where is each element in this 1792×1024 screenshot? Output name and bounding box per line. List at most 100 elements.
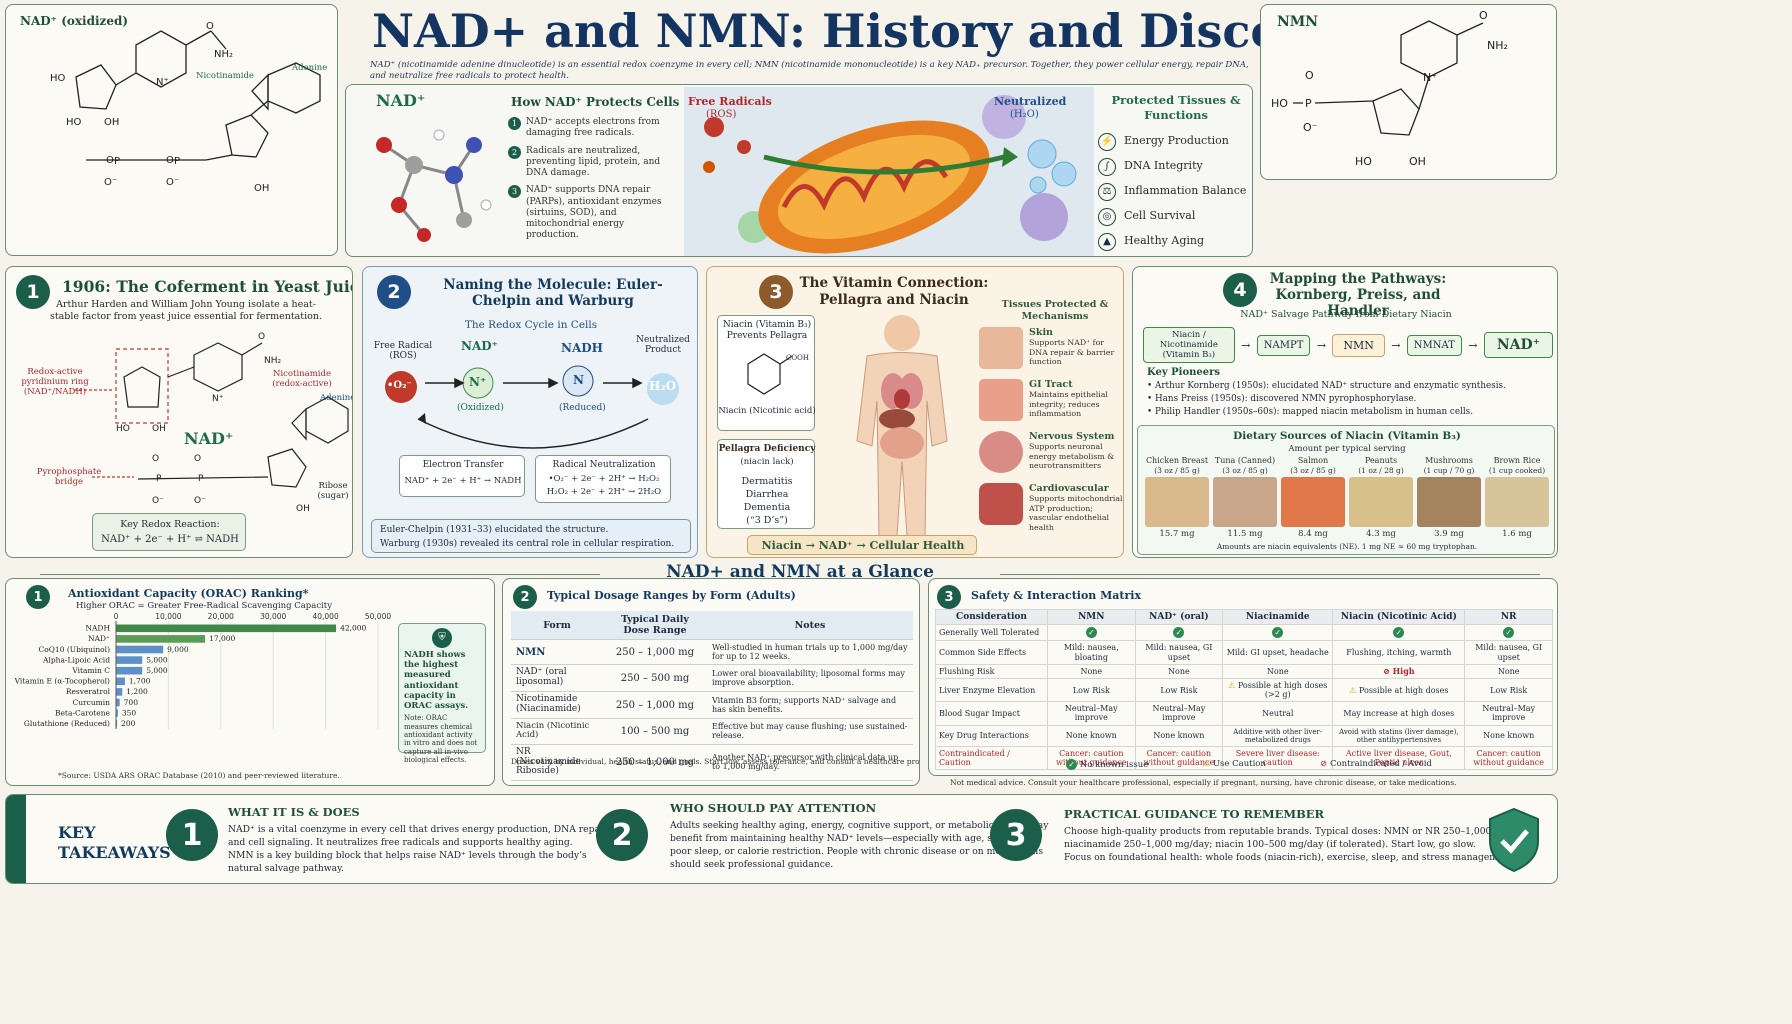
neutralized-product-label: Neutralized Product — [636, 335, 690, 355]
protect-nad-label: NAD⁺ — [376, 91, 426, 110]
bar — [116, 709, 118, 717]
arrow-right-icon: → — [1316, 338, 1326, 352]
tissue-name: Nervous System — [1029, 431, 1115, 442]
safety-cell: ✓ — [1332, 624, 1466, 642]
svg-text:HO: HO — [116, 424, 130, 434]
n-label: N — [573, 373, 584, 387]
legend-item: ⊘ Contraindicated / Avoid — [1320, 759, 1432, 770]
dosage-notes: Effective but may cause flushing; use su… — [707, 718, 913, 745]
page-title: NAD+ and NMN: History and Discovery — [372, 4, 1389, 58]
takeaway-line: and cell signaling. It neutralizes free … — [228, 837, 573, 849]
food-amount: 15.7 mg — [1159, 529, 1195, 540]
dosage-form: NAD⁺ (oral liposomal) — [511, 664, 603, 693]
arrow-right-icon: → — [1468, 338, 1478, 352]
svg-text:OH: OH — [152, 424, 166, 434]
step-number-2-icon: 2 — [508, 145, 521, 159]
svg-text:HO: HO — [66, 117, 82, 128]
mushrooms-image — [1417, 477, 1481, 528]
check-icon: ✓ — [1272, 627, 1284, 639]
svg-text:N⁺: N⁺ — [1423, 71, 1437, 84]
safety-cell: ⚠ Possible at high doses (>2 g) — [1222, 677, 1334, 703]
step-number-1-icon: 1 — [508, 117, 521, 130]
electron-transfer-box: Electron Transfer NAD⁺ + 2e⁻ + H⁺ → NADH — [399, 455, 525, 497]
food-name: Chicken Breast — [1145, 456, 1209, 465]
bar — [116, 698, 120, 707]
energy-bolt-icon: ⚡ — [1098, 132, 1116, 151]
safety-cell: Cancer: caution without guidance — [1464, 745, 1553, 771]
svg-text:HO: HO — [1271, 97, 1288, 110]
tissue-item: ▲ Healthy Aging — [1098, 229, 1246, 254]
x-tick-label: 0 — [114, 612, 119, 621]
heart-icon — [979, 483, 1023, 525]
key-redox-title: Key Redox Reaction: — [120, 519, 220, 530]
svg-text:OH: OH — [104, 117, 119, 128]
food-serving: (1 oz / 28 g) — [1358, 466, 1404, 475]
safety-cell: Low Risk — [1047, 677, 1136, 703]
warning-icon: ⚠ — [1228, 680, 1238, 690]
oxidized-label: (Oxidized) — [457, 403, 504, 413]
safety-cell-text: High — [1392, 665, 1415, 676]
svg-text:P: P — [198, 474, 204, 484]
safety-cell: None known — [1464, 724, 1553, 747]
food-card: Brown Rice(1 cup cooked)1.6 mg — [1483, 456, 1551, 540]
dosage-title: Typical Dosage Ranges by Form (Adults) — [547, 589, 796, 602]
food-amount: 4.3 mg — [1366, 529, 1396, 540]
free-radicals-label: Free Radicals — [688, 95, 772, 108]
safety-consideration: Flushing Risk — [935, 663, 1048, 679]
food-name: Tuna (Canned) — [1214, 456, 1276, 465]
intestine-icon — [979, 379, 1023, 421]
mitochondria-illustration — [684, 87, 1094, 256]
legend-item: ✓ No known issue — [1066, 759, 1148, 770]
food-card: Chicken Breast(3 oz / 85 g)15.7 mg — [1143, 456, 1211, 540]
nad-cycle-label: NAD⁺ — [461, 339, 499, 353]
aging-icon: ▲ — [1098, 232, 1116, 251]
no-entry-icon: ⊘ — [1320, 759, 1328, 769]
warning-icon: ⚠ — [1349, 685, 1359, 695]
safety-cell: Low Risk — [1464, 677, 1553, 703]
symptom: (“3 D’s”) — [746, 515, 788, 526]
takeaway-line: Focus on foundational health: whole food… — [1064, 852, 1516, 864]
safety-cell: Neutral–May improve — [1464, 701, 1553, 726]
arrow-right-icon: → — [1241, 338, 1251, 352]
food-name: Peanuts — [1364, 456, 1398, 465]
takeaway-number: 1 — [166, 809, 218, 861]
pioneer: • Hans Preiss (1950s): discovered NMN py… — [1147, 394, 1417, 404]
category-label: Glutathione (Reduced) — [24, 719, 110, 728]
pellagra-box: Pellagra Deficiency (niacin lack) Dermat… — [717, 439, 815, 529]
adenine-label: Adenine — [320, 393, 353, 403]
svg-text:O: O — [206, 21, 214, 32]
water-droplets-icon — [1027, 139, 1077, 194]
pathway-node: Niacin / Nicotinamide (Vitamin B₃) — [1143, 326, 1235, 364]
safety-cell: Cancer: caution without guidance — [1047, 745, 1136, 771]
brown-rice-image — [1485, 477, 1549, 528]
h2o-label: (H₂O) — [1010, 109, 1039, 120]
svg-text:O: O — [152, 454, 159, 464]
food-grid: Chicken Breast(3 oz / 85 g)15.7 mg Tuna … — [1143, 456, 1553, 540]
diet-sub: Amount per typical serving — [1288, 444, 1406, 454]
radical-neutralization-eq1: •O₂⁻ + 2e⁻ + 2H⁺ → H₂O₂ — [548, 474, 660, 484]
legend-label: Contraindicated / Avoid — [1330, 759, 1432, 769]
svg-text:O: O — [258, 332, 265, 342]
tuna-image — [1213, 477, 1277, 528]
food-amount: 3.9 mg — [1434, 529, 1464, 540]
tissue-label: Healthy Aging — [1124, 234, 1205, 248]
balance-icon: ⚖ — [1098, 182, 1116, 201]
nicotinamide-label: Nicotinamide — [196, 71, 254, 81]
takeaway-text: Choose high-quality products from reputa… — [1064, 825, 1532, 864]
check-icon: ✓ — [1503, 627, 1515, 639]
svg-text:O⁻: O⁻ — [1303, 121, 1318, 134]
pellagra-sub: (niacin lack) — [740, 457, 794, 467]
key-redox-equation: NAD⁺ + 2e⁻ + H⁺ ⇌ NADH — [101, 534, 239, 545]
tissue-item: ∫DNA Integrity — [1098, 154, 1246, 179]
svg-text:O: O — [194, 454, 201, 464]
svg-text:O⁻: O⁻ — [152, 496, 164, 506]
data-label: 5,000 — [146, 666, 168, 675]
symptom: Dermatitis — [741, 476, 793, 487]
data-label: 42,000 — [340, 624, 366, 633]
human-body-illustration — [856, 315, 948, 537]
